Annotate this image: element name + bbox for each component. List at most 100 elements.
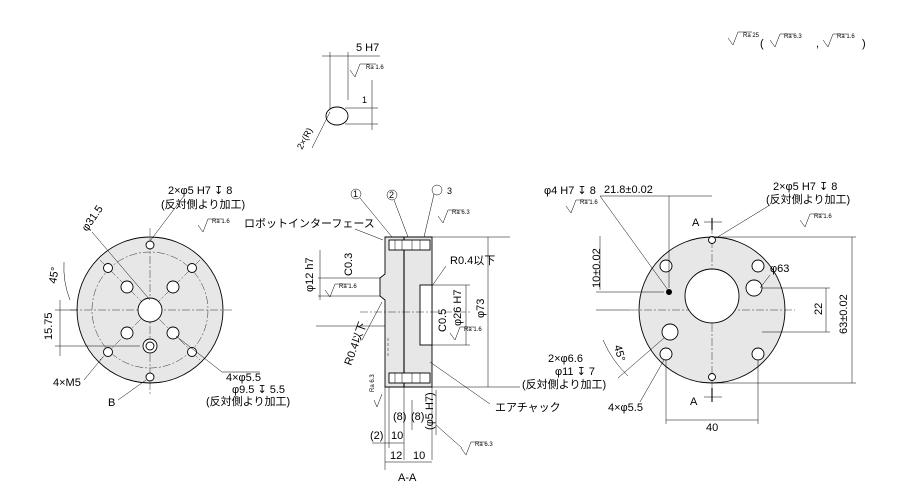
large-hole [745,279,763,297]
section-a-top: A [692,217,700,229]
left-15-75-dim: 15.75 [43,312,55,340]
left-cb-note-2: φ9.5 ↧ 5.5 [232,384,285,396]
finish-symbol [437,209,462,224]
dim-2: (2) [370,430,383,442]
finish-symbol [727,31,752,46]
finish-comma: , [816,38,819,50]
section-ra-bottom-right: Ra 6.3 [475,442,493,448]
finish-symbol [799,213,824,228]
counterbore-hole [120,280,134,294]
mount-hole [659,347,673,361]
dim-22: 22 [813,303,825,315]
hole-note-1: 2×φ6.6 [548,353,583,365]
left-pin-note-1: 2×φ5 H7 ↧ 8 [168,185,232,197]
center-bore [137,297,163,323]
mount-hole [659,259,673,273]
slot-hole [325,106,349,126]
section-ra-bottom-left: Ra 6.3 [370,374,376,392]
left-callout-b: B [108,397,115,409]
finish-symbol [349,63,376,78]
dim-63: 63±0.02 [838,294,850,334]
detail-width-dim: 5 H7 [356,42,379,54]
phi4-note: φ4 H7 ↧ 8 [544,185,596,197]
section-ra-left: Ra 1.6 [339,284,357,290]
finish-ra16: Ra 1.6 [837,34,855,40]
tapped-hole [187,263,197,273]
detail-radius-note: 2×(R) [295,126,315,151]
finish-symbol [822,33,847,48]
tapped-hole [103,347,113,357]
pin-hole [145,372,155,382]
section-recess [419,284,433,346]
phi12-dim: φ12 h7 [304,257,316,292]
phi5-dim: (φ5 H7) [424,392,436,430]
balloon-1: 1 [353,189,358,199]
counterbore-hole [166,280,180,294]
center-bore [684,268,740,324]
tapped-hole [187,347,197,357]
mount-hole [751,259,765,273]
section-label: A-A [398,472,417,484]
pin-hole [708,373,716,381]
dim-10a: 10 [391,430,403,442]
finish-symbol [449,326,474,341]
air-chuck-label: エアチャック [495,401,561,414]
c05-dim: C0.5 [437,309,449,332]
finish-symbol [197,218,222,233]
phi4-ra: Ra 1.6 [580,200,598,206]
holes-55-note: 4×φ5.5 [608,402,643,414]
left-angle-dim: 45° [47,266,62,284]
dim-8b: (8) [411,411,424,423]
detail-depth-dim: 1 [362,95,367,105]
left-tapped-note: 4×M5 [53,377,81,389]
right-view: A A φ4 H7 ↧ 8 Ra 1.6 21.8±0.02 2×φ5 H7 ↧… [522,181,856,434]
section-bottom-slot [388,372,431,384]
hole-note-2: φ11 ↧ 7 [555,366,595,378]
c03-dim: C0.3 [343,253,355,276]
pin-hole [145,240,155,250]
finish-symbol [460,441,485,456]
section-ra-top: Ra 6.3 [452,210,470,216]
finish-ra63: Ra 6.3 [784,34,802,40]
section-view: 1 2 3 Ra 6.3 ロボットインターフェース φ12 h7 C0.3 Ra… [244,184,561,484]
phi26-dim: φ26 H7 [452,290,464,327]
dim-21-8: 21.8±0.02 [604,184,653,196]
section-ra-mid: Ra 1.6 [464,327,482,333]
right-pin-note-2: (反対側より加工) [766,192,850,206]
hole-note-3: (反対側より加工) [522,377,606,391]
right-pin-ra: Ra 1.6 [814,214,832,220]
dim-40: 40 [706,422,718,434]
tapped-hole [103,263,113,273]
dim-10: 10±0.02 [591,248,603,288]
counterbore-hole [120,326,134,340]
left-cb-note-3: (反対側より加工) [206,394,290,408]
section-top-slot [388,239,431,251]
bottom-hole-inner [145,341,155,351]
left-pin-ra: Ra 1.6 [212,219,230,225]
left-view: φ31.5 45° 15.75 4×M5 B 2×φ5 H7 ↧ 8 (反対側よ… [43,185,290,409]
left-pin-note-2: (反対側より加工) [161,197,245,211]
pin-hole [708,236,716,244]
phi73-dim: φ73 [475,299,487,318]
r04-top-dim: R0.4以下 [450,255,495,267]
pin-hole-filled [666,289,672,295]
large-hole [661,323,679,341]
finish-general: Ra 25 [743,33,760,39]
balloon-2: 2 [389,190,394,200]
finish-symbol [565,199,590,214]
phi63-dim: φ63 [770,263,789,275]
mount-hole [751,347,765,361]
detail-view: 5 H7 Ra 1.6 1 2×(R) [295,42,384,151]
finish-symbol [769,33,794,48]
right-angle-dim: 45° [611,344,627,363]
dim-12: 12 [390,450,402,462]
right-pin-note-1: 2×φ5 H7 ↧ 8 [773,181,837,193]
finish-paren-open: ( [760,38,764,50]
detail-ra: Ra 1.6 [366,65,384,71]
finish-symbol [373,393,383,408]
r04-left-dim: R0.4以下 [343,320,370,367]
left-pcd-dim: φ31.5 [80,203,106,233]
robot-interface-label: ロボットインターフェース [244,217,375,230]
section-a-bottom: A [690,396,698,408]
